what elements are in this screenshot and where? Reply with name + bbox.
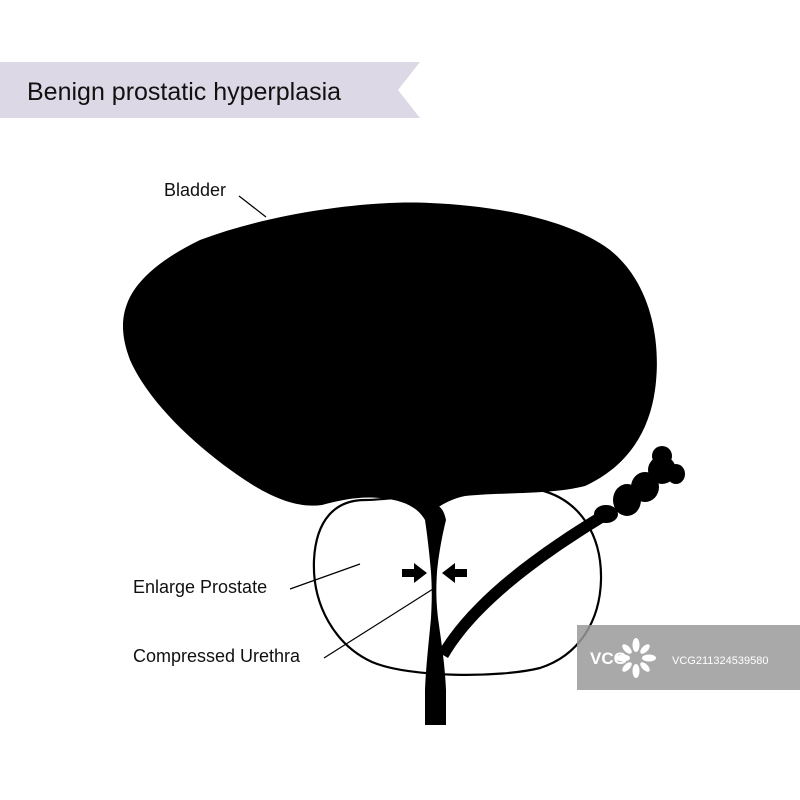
label-urethra-group: Compressed Urethra [133, 588, 434, 666]
prostate-outline [312, 485, 603, 676]
urethra [425, 505, 446, 725]
label-prostate-group: Enlarge Prostate [133, 563, 361, 597]
seminal-duct [438, 508, 611, 658]
watermark: VCG VCG211324539580 [577, 625, 800, 690]
title-banner: Benign prostatic hyperplasia [0, 62, 420, 118]
seminal-vesicle [594, 446, 685, 523]
label-bladder-group: Bladder [164, 180, 267, 218]
arrow-left-icon [442, 563, 467, 583]
watermark-id: VCG211324539580 [672, 655, 768, 667]
bladder-shape [122, 202, 657, 520]
label-bladder: Bladder [164, 180, 226, 200]
watermark-star-icon [616, 638, 656, 678]
leader-line-bladder [238, 195, 267, 218]
arrow-right-icon [402, 563, 427, 583]
label-urethra: Compressed Urethra [133, 646, 301, 666]
title-banner-ribbon [0, 62, 420, 118]
watermark-box [577, 625, 800, 690]
watermark-logo: VCG [590, 649, 627, 668]
leader-line-prostate [289, 563, 361, 590]
compression-arrows [402, 563, 467, 583]
page-title: Benign prostatic hyperplasia [27, 78, 341, 106]
leader-line-urethra [323, 588, 434, 659]
label-prostate: Enlarge Prostate [133, 577, 267, 597]
